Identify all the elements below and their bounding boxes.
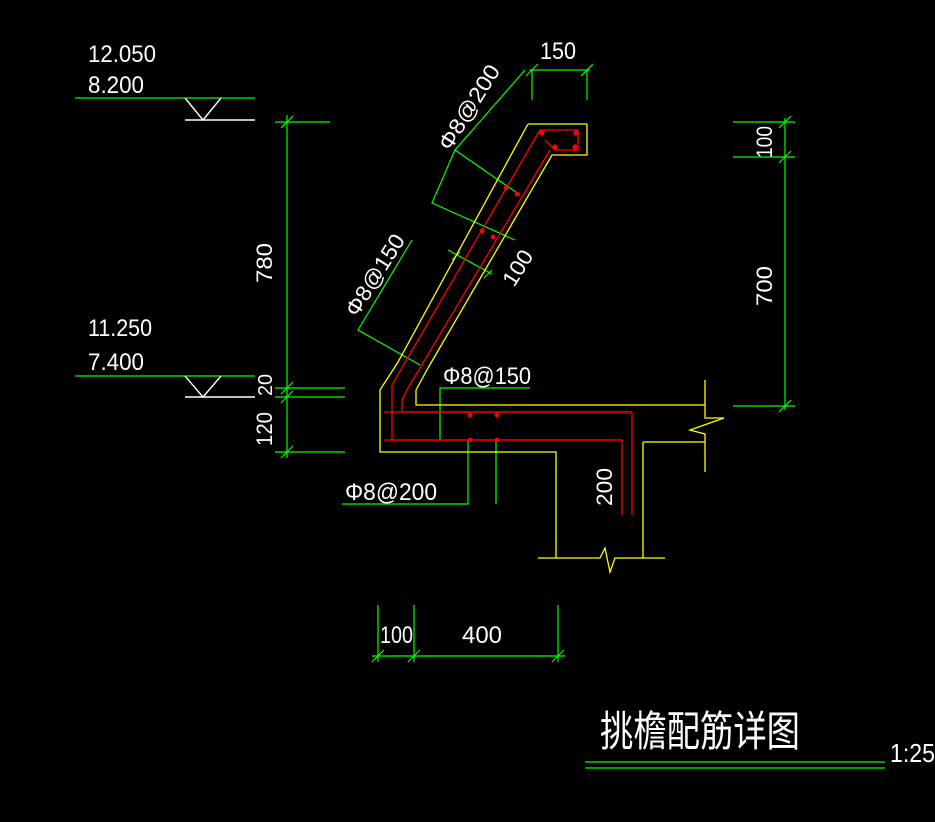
rebar-labels: Φ8@200 Φ8@150 Φ8@150 Φ8@200 bbox=[340, 60, 531, 506]
drawing-title: 挑檐配筋详图 1:25 bbox=[600, 707, 935, 768]
dim-left-main: 780 bbox=[252, 243, 277, 283]
dim-beam-width: 200 bbox=[592, 468, 617, 506]
title-text: 挑檐配筋详图 bbox=[600, 707, 800, 756]
rebar-label-lower-slant: Φ8@150 bbox=[340, 229, 410, 320]
dim-right-top: 100 bbox=[752, 126, 777, 158]
rebar-label-slab-top: Φ8@150 bbox=[443, 363, 531, 390]
rebar-label-slab-bottom: Φ8@200 bbox=[345, 479, 437, 506]
dim-slant-thickness: 100 bbox=[497, 245, 538, 290]
elevation-labels: 12.050 8.200 11.250 7.400 bbox=[88, 41, 156, 376]
dim-left-slab: 120 bbox=[252, 412, 277, 446]
elevation-lower-1: 11.250 bbox=[88, 315, 152, 342]
elevation-markers bbox=[184, 97, 255, 399]
dimension-labels: 150 100 700 780 20 120 100 200 100 400 bbox=[252, 38, 777, 649]
dimension-lines bbox=[75, 63, 885, 769]
dim-right-main: 700 bbox=[752, 266, 777, 306]
title-scale: 1:25 bbox=[890, 738, 935, 768]
dim-left-small: 20 bbox=[255, 374, 277, 396]
rebar bbox=[384, 129, 633, 515]
dim-bottom-main: 400 bbox=[462, 622, 502, 649]
dim-bottom-left: 100 bbox=[380, 622, 413, 649]
rebar-dots bbox=[467, 130, 579, 443]
dim-top-width: 150 bbox=[540, 38, 576, 65]
elevation-lower-2: 7.400 bbox=[88, 349, 144, 376]
concrete-outline bbox=[379, 123, 725, 575]
elevation-upper-2: 8.200 bbox=[88, 72, 144, 99]
elevation-upper-1: 12.050 bbox=[88, 41, 156, 68]
rebar-label-upper-slant: Φ8@200 bbox=[433, 60, 505, 155]
